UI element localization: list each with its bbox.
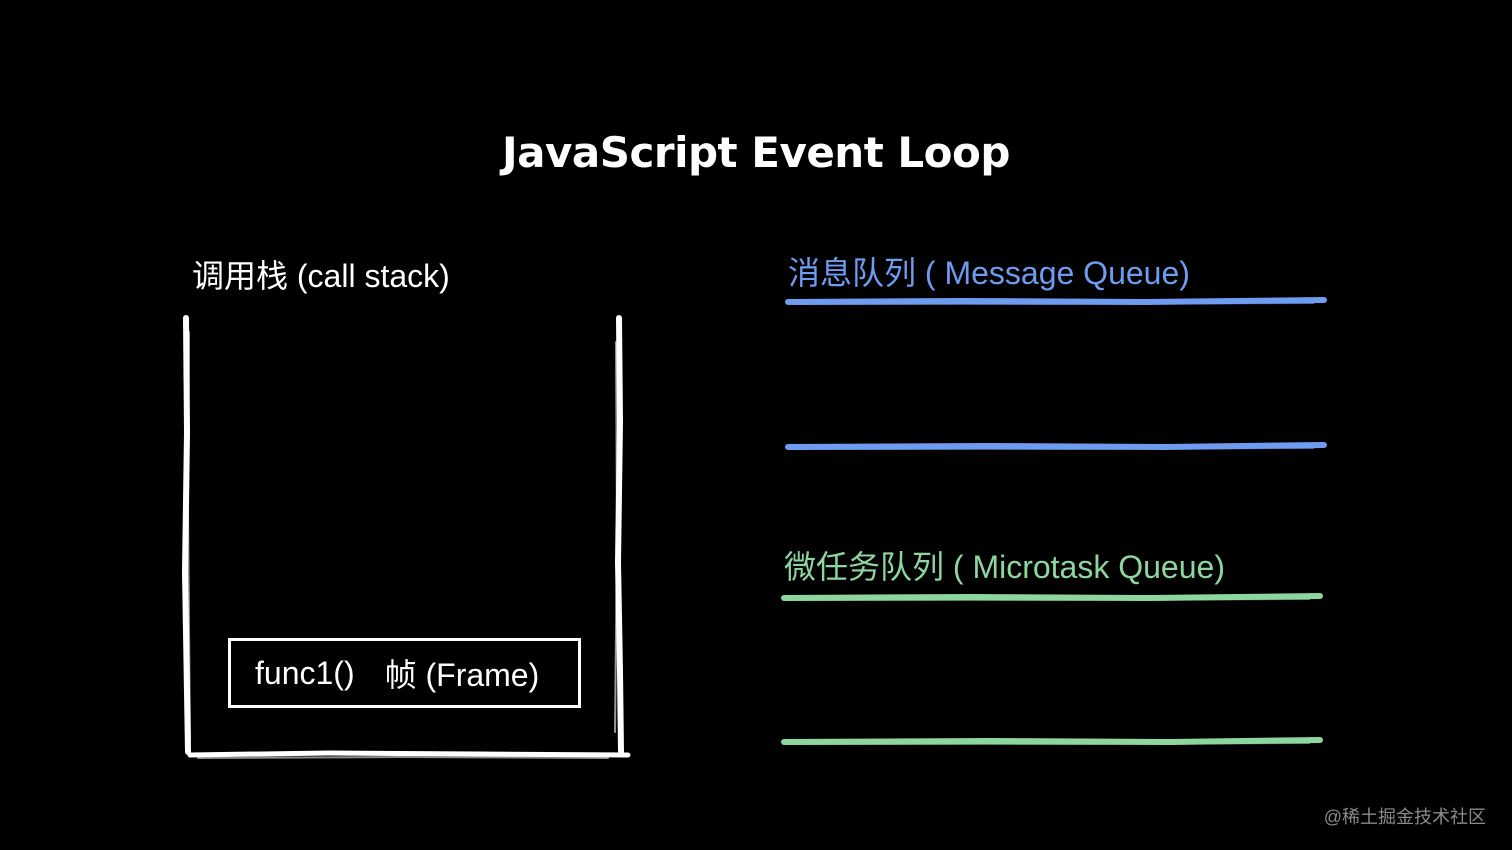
stack-left-wall <box>181 315 191 755</box>
message-queue-top-line <box>785 297 1327 306</box>
message-queue-label: 消息队列 ( Message Queue) <box>788 255 1190 291</box>
call-stack-container <box>181 315 631 759</box>
diagram-title: JavaScript Event Loop <box>502 128 1010 177</box>
microtask-queue-label: 微任务队列 ( Microtask Queue) <box>784 549 1225 585</box>
call-stack-label: 调用栈 (call stack) <box>192 258 450 294</box>
stack-frame: func1() 帧 (Frame) <box>228 638 581 708</box>
stack-right-wall <box>614 315 624 755</box>
frame-function-name: func1() <box>255 654 355 691</box>
stack-bottom <box>187 750 631 758</box>
watermark: @稀土掘金技术社区 <box>1323 807 1486 827</box>
microtask-queue-top-line <box>781 593 1323 602</box>
microtask-queue-bottom-line <box>781 737 1323 746</box>
message-queue-bottom-line <box>785 442 1327 451</box>
frame-label: 帧 (Frame) <box>384 657 540 693</box>
